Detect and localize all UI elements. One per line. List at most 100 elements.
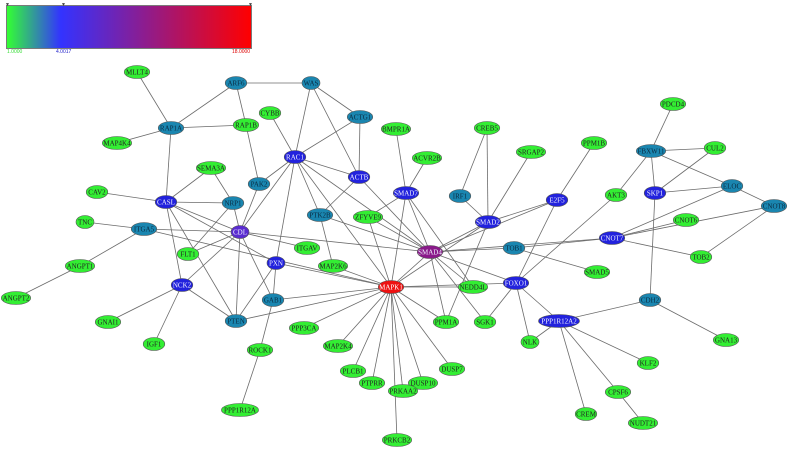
legend-mid-label: 4.0017 [56, 49, 72, 55]
node-mapk1[interactable]: MAPK1 [377, 280, 405, 294]
node-rap1a[interactable]: RAP1A [157, 121, 185, 135]
node-smad7[interactable]: SMAD7 [392, 186, 420, 200]
node-shape [347, 170, 371, 184]
node-rac1[interactable]: RAC1 [283, 150, 307, 164]
node-zfyve9[interactable]: ZFYVE9 [352, 210, 383, 224]
node-shape [1, 291, 31, 305]
node-gab1[interactable]: GAB1 [261, 293, 285, 307]
node-cnot6[interactable]: CNOT6 [672, 213, 700, 227]
node-irf1[interactable]: IRF1 [448, 189, 472, 203]
node-shape [502, 276, 530, 290]
node-label: SGK1 [476, 318, 494, 326]
node-eloc[interactable]: ELOC [720, 179, 744, 193]
node-foxo1[interactable]: FOXO1 [502, 276, 530, 290]
node-nck2[interactable]: NCK2 [170, 278, 194, 292]
node-igf1[interactable]: IGF1 [142, 337, 166, 351]
node-klf2[interactable]: KLF2 [636, 356, 660, 370]
node-fbxw11[interactable]: FBXW11 [635, 144, 666, 158]
node-nudt21[interactable]: NUDT21 [627, 416, 658, 430]
edge-nck2-pten [181, 284, 237, 322]
node-cul2[interactable]: CUL2 [703, 141, 727, 155]
node-akt3[interactable]: AKT3 [604, 188, 628, 202]
edge-cav2-casl [96, 191, 167, 203]
node-label: RAC1 [286, 153, 304, 161]
node-smad2[interactable]: SMAD2 [474, 215, 502, 229]
node-angpt2[interactable]: ANGPT2 [1, 291, 31, 305]
node-e2f5[interactable]: E2F5 [545, 193, 569, 207]
node-tob2[interactable]: TOB2 [689, 250, 713, 264]
node-label: KLF2 [640, 359, 657, 367]
node-tnc[interactable]: TNC [75, 215, 95, 229]
node-rap1b[interactable]: RAP1B [232, 118, 260, 132]
node-ppp1r12a[interactable]: PPP1R12A [221, 403, 259, 417]
node-label: GNAI1 [98, 318, 119, 326]
node-shape [301, 76, 321, 90]
node-map2k6[interactable]: MAP2K6 [317, 259, 348, 273]
node-itgav[interactable]: ITGAV [293, 241, 321, 255]
edge-nck2-gnai1 [107, 284, 183, 323]
node-prkaa2[interactable]: PRKAA2 [387, 384, 418, 398]
edge-ppp1r12a2-klf2 [558, 320, 649, 364]
node-cnot7[interactable]: CNOT7 [598, 231, 626, 245]
node-crem[interactable]: CREM [574, 407, 598, 421]
node-dusp10[interactable]: DUSP10 [407, 376, 438, 390]
node-pten[interactable]: PTEN [224, 314, 248, 328]
node-srgap2[interactable]: SRGAP2 [515, 145, 546, 159]
node-smad4[interactable]: SMAD4 [416, 245, 444, 259]
node-cpsf6[interactable]: CPSF6 [604, 385, 632, 399]
node-ppp1r12a2[interactable]: PPP1R12A2 [538, 314, 580, 328]
node-sema3a[interactable]: SEMA3A [196, 161, 227, 175]
node-nlk[interactable]: NLK [520, 335, 540, 349]
node-label: PRKCB2 [384, 436, 411, 444]
node-label: IRF1 [453, 192, 468, 200]
node-ppm1a[interactable]: PPM1A [432, 315, 460, 329]
node-skp1[interactable]: SKP1 [643, 186, 667, 200]
node-gnai1[interactable]: GNAI1 [94, 315, 122, 329]
node-acvr2b[interactable]: ACVR2B [411, 151, 442, 165]
node-cnot8[interactable]: CNOT8 [760, 199, 787, 213]
node-smad5[interactable]: SMAD5 [583, 265, 611, 279]
node-cdh2[interactable]: CDH2 [638, 293, 662, 307]
node-ppm1b[interactable]: PPM1B [580, 136, 608, 150]
node-itga5[interactable]: ITGA5 [130, 222, 158, 236]
node-casl[interactable]: CASL [154, 195, 178, 209]
node-rock1[interactable]: ROCK1 [246, 343, 274, 357]
edge-gab1-mapk1 [272, 286, 392, 301]
node-actg1[interactable]: ACTG1 [346, 110, 374, 124]
node-map4k4[interactable]: MAP4K4 [102, 136, 133, 150]
node-prkcb2[interactable]: PRKCB2 [381, 433, 412, 447]
node-gna13[interactable]: GNA13 [712, 333, 740, 347]
node-mllt4[interactable]: MLLT4 [123, 65, 151, 79]
node-tob1[interactable]: TOB1 [502, 241, 526, 255]
node-flt1[interactable]: FLT1 [176, 247, 200, 261]
node-shape [432, 315, 460, 329]
node-pxn[interactable]: PXN [266, 256, 286, 270]
node-sgk1[interactable]: SGK1 [473, 315, 497, 329]
node-bmpr1a[interactable]: BMPR1A [380, 122, 411, 136]
node-label: PTEN [227, 317, 245, 325]
node-dusp7[interactable]: DUSP7 [438, 362, 466, 376]
node-nedd4l[interactable]: NEDD4L [457, 280, 488, 294]
node-map2k4[interactable]: MAP2K4 [322, 339, 353, 353]
node-label: MAPK1 [379, 283, 403, 291]
node-cdl[interactable]: CDL [230, 225, 250, 239]
node-pak2[interactable]: PAK2 [247, 177, 271, 191]
node-pdcd4[interactable]: PDCD4 [659, 97, 687, 111]
node-was[interactable]: WAS [301, 76, 321, 90]
node-label: PXN [269, 259, 283, 267]
node-cav2[interactable]: CAV2 [85, 185, 109, 199]
node-angpt1[interactable]: ANGPT1 [65, 259, 96, 273]
node-ppp3ca[interactable]: PPP3CA [288, 321, 319, 335]
node-arf6[interactable]: ARF6 [224, 76, 248, 90]
node-plcb1[interactable]: PLCB1 [339, 364, 367, 378]
edge-mapk1-ptprr [371, 286, 392, 384]
node-ptk2b[interactable]: PTK2B [306, 208, 334, 222]
node-shape [545, 193, 569, 207]
node-creb5[interactable]: CREB5 [473, 121, 501, 135]
node-label: RAP1A [160, 124, 182, 132]
node-nrp1[interactable]: NRP1 [221, 196, 245, 210]
node-actb[interactable]: ACTB [347, 170, 371, 184]
node-cybb[interactable]: CYBB [258, 106, 282, 120]
node-ptprr[interactable]: PTPRR [358, 376, 386, 390]
node-shape [474, 215, 502, 229]
